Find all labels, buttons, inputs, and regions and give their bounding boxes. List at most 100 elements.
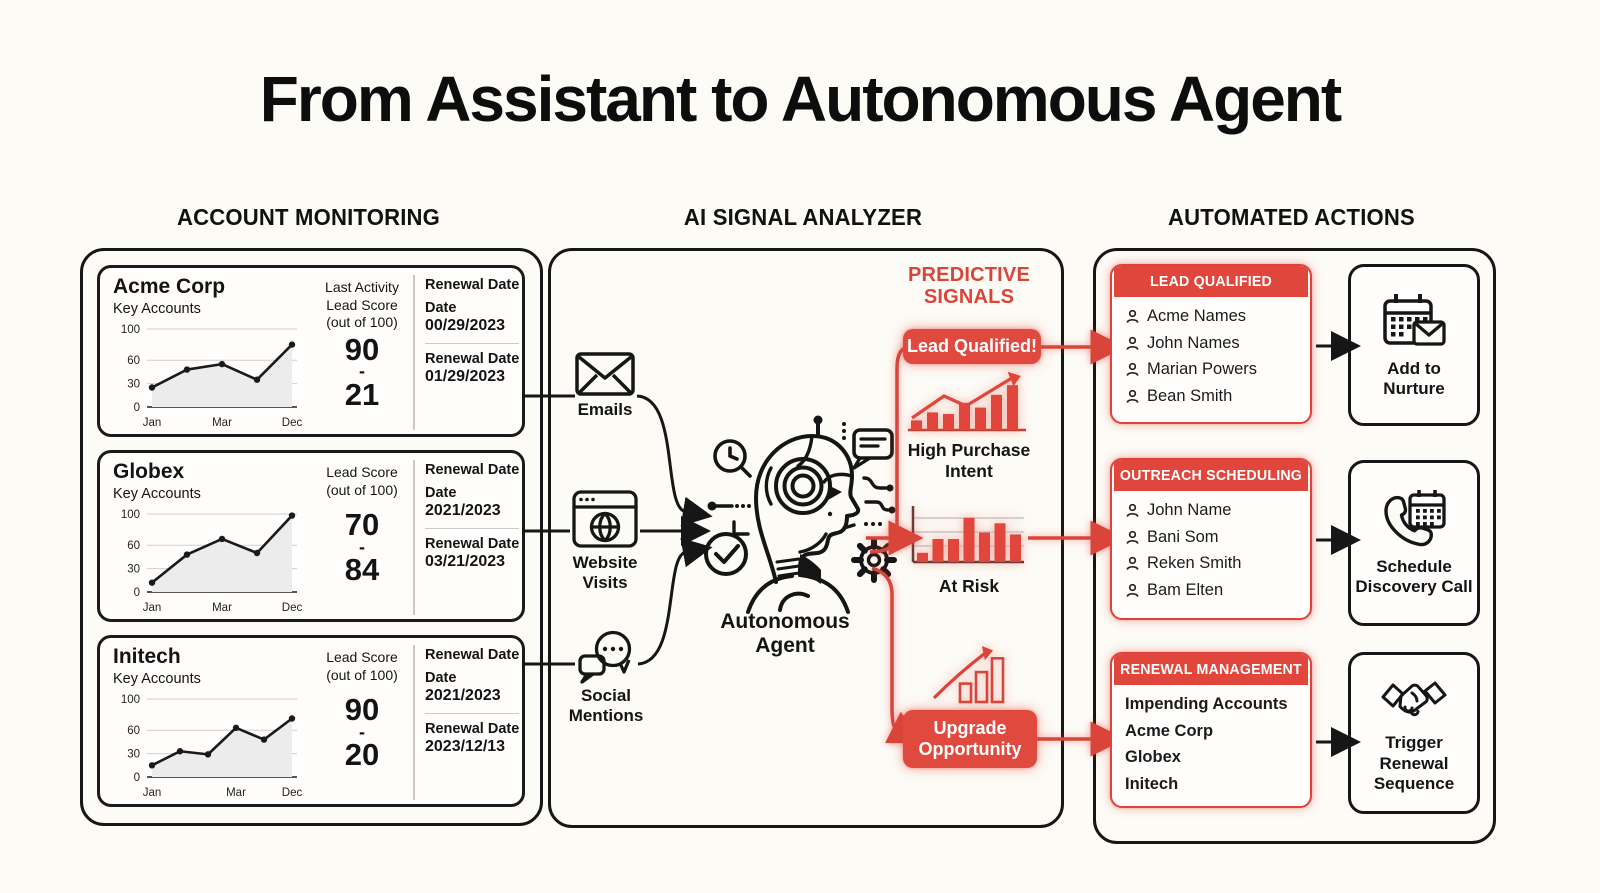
action-label: Add to Nurture [1383,358,1445,398]
lead-score-block: Last Activity Lead Score (out of 100) 90… [311,275,413,430]
page-title: From Assistant to Autonomous Agent [259,63,1342,135]
add-to-nurture-box: Add to Nurture [1348,264,1480,426]
section-heading-automated-actions: AUTOMATED ACTIONS [1168,204,1415,230]
lead-score-block: Lead Score (out of 100) 90 - 20 [311,645,413,800]
svg-text:Dec: Dec [282,602,303,614]
calendar-envelope-icon [1383,293,1446,346]
score-separator: - [359,361,365,382]
list-item-label: Bam Elten [1147,581,1224,600]
score-separator: - [359,721,365,742]
outreach-scheduling-list: John Name Bani Som Reken Smith Bam Elten [1112,497,1310,604]
lead-score-value: 70 [344,507,380,542]
svg-text:0: 0 [134,772,140,784]
list-item: Impending Accounts [1125,691,1310,718]
renewal-header: Renewal Date [425,277,520,293]
divider [425,343,519,344]
date-value: 2021/2023 [425,687,501,704]
svg-text:Dec: Dec [282,787,303,799]
list-item: Bani Som [1125,524,1310,551]
robot-head-icon [704,415,897,614]
lead-score-block: Lead Score (out of 100) 70 - 84 [311,460,413,615]
score-meta: Lead Score [326,464,398,480]
list-item: Acme Corp [1125,718,1310,745]
lead-qualified-list: Acme Names John Names Marian Powers Bean… [1112,303,1310,410]
envelope-icon [575,352,635,396]
svg-text:Jan: Jan [143,787,162,799]
high-purchase-intent-label: High Purchase Intent [907,440,1031,481]
svg-text:60: 60 [127,725,140,737]
score-separator: - [359,536,365,557]
action-label: Schedule Discovery Call [1355,556,1473,596]
svg-text:Jan: Jan [143,602,162,614]
renewal-block: Renewal Date Date 00/29/2023 Renewal Dat… [413,275,525,430]
svg-text:Dec: Dec [282,417,303,429]
date-label: Date [425,670,457,686]
schedule-discovery-call-box: Schedule Discovery Call [1348,460,1480,626]
list-item-label: Impending Accounts [1125,695,1288,713]
person-icon [1126,557,1139,571]
source-label-website-visits: Website Visits [572,553,638,593]
list-item: Bam Elten [1125,577,1310,604]
person-icon [1126,363,1139,377]
person-icon [1126,583,1139,597]
list-item-label: John Name [1147,501,1232,519]
action-label: Trigger Renewal Sequence [1373,733,1455,794]
list-item-label: Acme Corp [1125,721,1214,740]
outreach-scheduling-card: OUTREACH SCHEDULING John Name Bani Som R… [1110,458,1312,620]
account-subtitle: Key Accounts [113,301,201,318]
list-item: Initech [1125,771,1310,798]
list-item-label: Bean Smith [1147,387,1233,406]
at-risk-label: At Risk [938,576,1000,596]
score-meta: (out of 100) [326,666,398,683]
predictive-signals-heading: PREDICTIVE SIGNALS [907,264,1031,309]
svg-text:60: 60 [127,540,140,552]
renewal-header: Renewal Date [425,647,520,663]
date-value: 00/29/2023 [425,317,506,334]
svg-text:30: 30 [127,379,140,391]
list-item: Bean Smith [1125,383,1310,410]
renewal-management-card: RENEWAL MANAGEMENT Impending Accounts Ac… [1110,652,1312,808]
score-meta: Last Activity [325,279,399,295]
list-item: John Name [1125,497,1310,524]
section-heading-ai-signal-analyzer: AI SIGNAL ANALYZER [683,204,923,230]
at-risk-chart [911,506,1024,564]
source-label-social-mentions: Social Mentions [568,686,644,726]
person-icon [1126,530,1139,544]
renewal-label: Renewal Date [425,536,520,552]
outreach-scheduling-card-header: OUTREACH SCHEDULING [1113,460,1309,491]
renewal-management-card-header: RENEWAL MANAGEMENT [1113,654,1309,685]
phone-calendar-icon [1384,489,1446,546]
score-meta: (out of 100) [326,314,398,330]
list-item: Marian Powers [1125,356,1310,383]
list-item-label: John Names [1147,333,1240,352]
renewal-value: 03/21/2023 [425,553,506,570]
score-meta: Lead Score [326,296,398,313]
svg-text:100: 100 [121,694,140,706]
upgrade-opportunity-chart [932,646,1005,704]
account-name: Acme Corp [113,275,226,298]
svg-text:0: 0 [134,587,140,599]
chat-bubbles-icon [578,630,632,684]
svg-text:30: 30 [127,564,140,576]
person-icon [1126,336,1139,350]
svg-text:Jan: Jan [143,417,162,429]
browser-globe-icon [572,490,638,548]
list-item-label: Marian Powers [1147,360,1258,379]
lead-qualified-card-header: LEAD QUALIFIED [1113,266,1309,297]
person-icon [1126,309,1139,323]
list-item: Globex [1125,744,1310,771]
list-item-label: Globex [1125,748,1181,767]
svg-text:60: 60 [127,355,140,367]
date-label: Date [425,485,457,501]
person-icon [1126,503,1139,517]
account-name: Globex [113,460,185,483]
agent-label: Autonomous Agent [720,610,850,658]
section-heading-account-monitoring: ACCOUNT MONITORING [176,204,441,230]
date-value: 2021/2023 [425,502,501,519]
renewal-label: Renewal Date [425,351,520,367]
svg-text:100: 100 [121,509,140,521]
